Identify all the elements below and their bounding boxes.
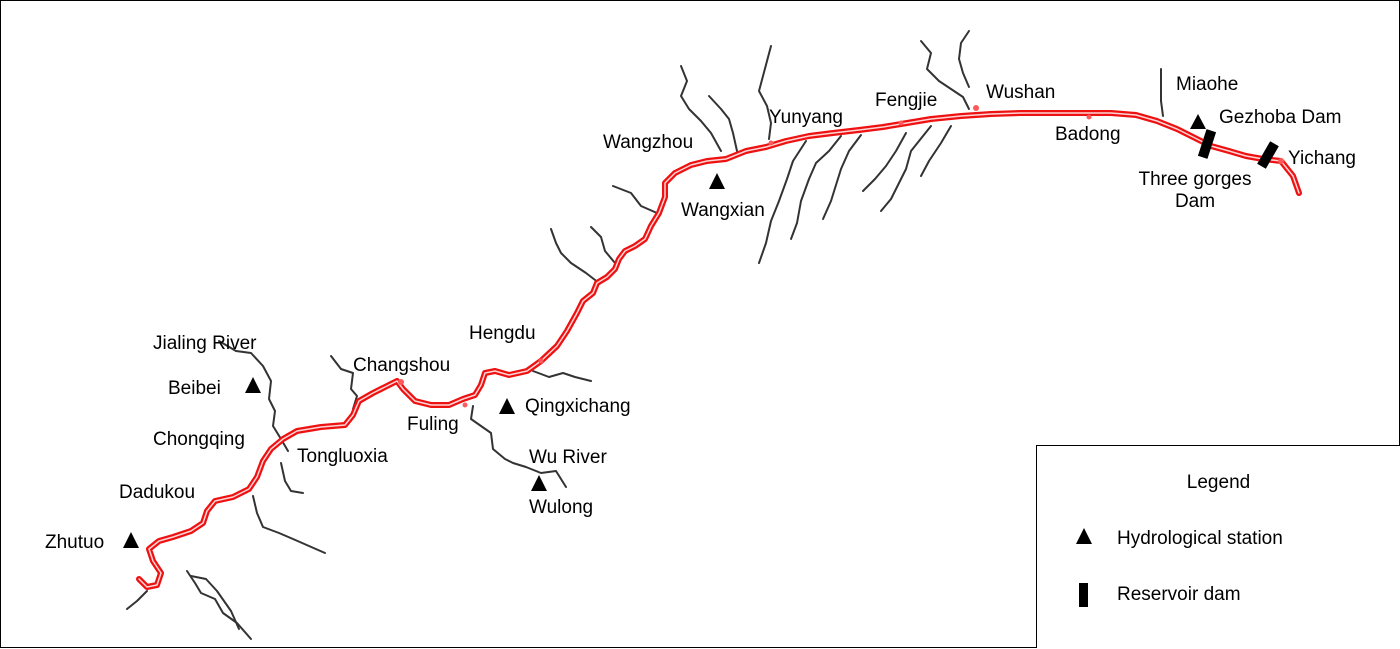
tributary-south-5: [280, 462, 304, 494]
label-wangzhou: Wangzhou: [603, 132, 694, 153]
tributary-south-3: [126, 590, 148, 610]
legend-title: Legend: [1186, 472, 1251, 493]
tributary-fengjie-n1: [920, 40, 970, 110]
tributary-south-4: [252, 495, 326, 554]
tributary-yunyang-se2: [790, 135, 842, 240]
station-miaohe-icon: [1190, 114, 1206, 129]
yangtze-main-channel: [136, 110, 1302, 590]
town-dot: [1278, 158, 1284, 164]
tributary-yunyang-n: [758, 45, 772, 140]
station-beibei-icon: [245, 377, 261, 393]
town-dot: [1086, 114, 1092, 120]
yangtze-river-inner: [138, 112, 1300, 588]
label-wushan: Wushan: [986, 82, 1056, 103]
tributary-qingxi: [532, 370, 592, 382]
town-dot: [538, 358, 544, 364]
dam-bar-icon: [1079, 583, 1088, 607]
label-wulong: Wulong: [529, 497, 594, 518]
station-markers: [123, 114, 1206, 548]
label-fuling: Fuling: [407, 414, 459, 435]
label-changshou: Changshou: [353, 355, 451, 376]
tributary-south-1: [186, 570, 252, 640]
legend-dam-label: Reservoir dam: [1117, 584, 1241, 605]
town-dot: [898, 120, 904, 126]
town-dot: [398, 379, 404, 385]
label-gezhoba-dam: Gezhoba Dam: [1219, 107, 1342, 128]
dam-markers: [1197, 129, 1279, 169]
tributary-fengjie-s2: [862, 132, 907, 192]
tributary-fengjie-s3: [920, 125, 952, 177]
town-dot: [462, 402, 468, 408]
label-beibei: Beibei: [168, 378, 221, 399]
label-hengdu: Hengdu: [469, 323, 536, 344]
tributary-yunyang-se3: [822, 134, 862, 220]
dam-three-gorges-icon: [1197, 129, 1217, 159]
label-yichang: Yichang: [1288, 148, 1356, 169]
tributary-fengjie-n2: [958, 30, 970, 88]
label-qingxichang: Qingxichang: [525, 396, 631, 417]
tributary-wangzhou-nw: [680, 65, 722, 152]
label-fengjie: Fengjie: [875, 90, 938, 111]
label-badong: Badong: [1055, 124, 1121, 145]
station-wulong-icon: [531, 475, 547, 491]
tributaries: [126, 30, 1164, 640]
label-miaohe: Miaohe: [1176, 74, 1239, 95]
label-wu-river: Wu River: [529, 447, 607, 468]
legend-box: Legend Hydrological station Reservoir da…: [1036, 445, 1400, 648]
tributary-hengdu-1: [550, 228, 600, 284]
station-wangxian-icon: [709, 173, 725, 189]
label-tongluoxia: Tongluoxia: [297, 446, 388, 467]
label-three-gorges-dam: Three gorges Dam: [1138, 169, 1252, 212]
label-chongqing: Chongqing: [153, 429, 245, 450]
tributary-jialing: [218, 340, 289, 452]
label-wangxian: Wangxian: [681, 200, 765, 221]
label-dadukou: Dadukou: [119, 482, 196, 503]
tributary-wangzhou-n: [708, 95, 738, 152]
tributary-hengdu-2: [590, 226, 616, 264]
tributary-wu: [470, 405, 567, 488]
label-jialing-river: Jialing River: [153, 333, 257, 354]
tributary-south-2: [190, 575, 240, 630]
station-zhutuo-icon: [123, 532, 139, 548]
tributary-miaohe: [1160, 68, 1164, 117]
label-yunyang: Yunyang: [769, 107, 843, 128]
dam-gezhoba-icon: [1257, 141, 1279, 169]
tributary-changshou: [330, 355, 358, 410]
legend-station-label: Hydrological station: [1117, 528, 1283, 549]
tributary-fengjie-s1: [880, 125, 932, 212]
town-dot: [973, 105, 979, 111]
tributary-yunyang-se1: [758, 140, 807, 264]
label-zhutuo: Zhutuo: [45, 532, 105, 553]
triangle-icon: [1076, 528, 1092, 544]
town-dots: [398, 105, 1284, 408]
town-dot: [768, 140, 774, 146]
tributary-wangzhou-w: [612, 185, 658, 214]
station-qingxichang-icon: [499, 398, 515, 414]
